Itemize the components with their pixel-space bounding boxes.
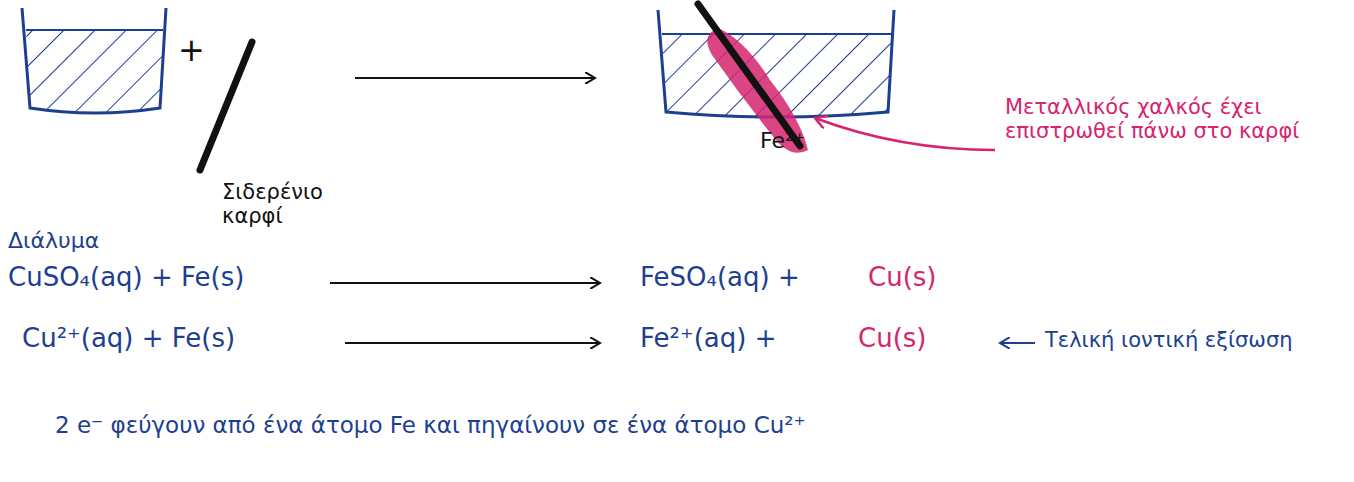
leader-arrow xyxy=(815,118,995,150)
product: FeSO₄(aq) + xyxy=(640,263,800,293)
ionic-reactants: Cu²⁺(aq) + Fe(s) xyxy=(22,324,235,354)
solution-label: Διάλυμα xyxy=(8,228,99,253)
note-label: Τελική ιοντική εξίσωση xyxy=(1045,328,1293,352)
electron-note: 2 e⁻ φεύγουν από ένα άτομο Fe και πηγαίν… xyxy=(55,412,806,438)
reaction-arrow xyxy=(345,342,600,344)
reaction-arrow xyxy=(330,282,600,284)
product-copper: Cu(s) xyxy=(868,263,936,293)
ionic-product: Fe²⁺(aq) + xyxy=(640,324,776,354)
reaction-arrow xyxy=(355,77,595,79)
pointer-arrow xyxy=(1000,342,1035,344)
beaker-left xyxy=(20,8,170,120)
reactants: CuSO₄(aq) + Fe(s) xyxy=(8,263,244,293)
callout-note: Μεταλλικός χαλκός έχει επιστρωθεί πάνω σ… xyxy=(1005,95,1335,143)
iron-nail xyxy=(200,42,252,170)
ion-label: Fe²⁺ xyxy=(760,128,805,153)
ionic-product-copper: Cu(s) xyxy=(858,324,926,354)
iron-nail xyxy=(698,4,800,146)
plus-sign: + xyxy=(178,32,205,69)
nail-label: Σιδερένιο καρφί xyxy=(222,180,352,228)
